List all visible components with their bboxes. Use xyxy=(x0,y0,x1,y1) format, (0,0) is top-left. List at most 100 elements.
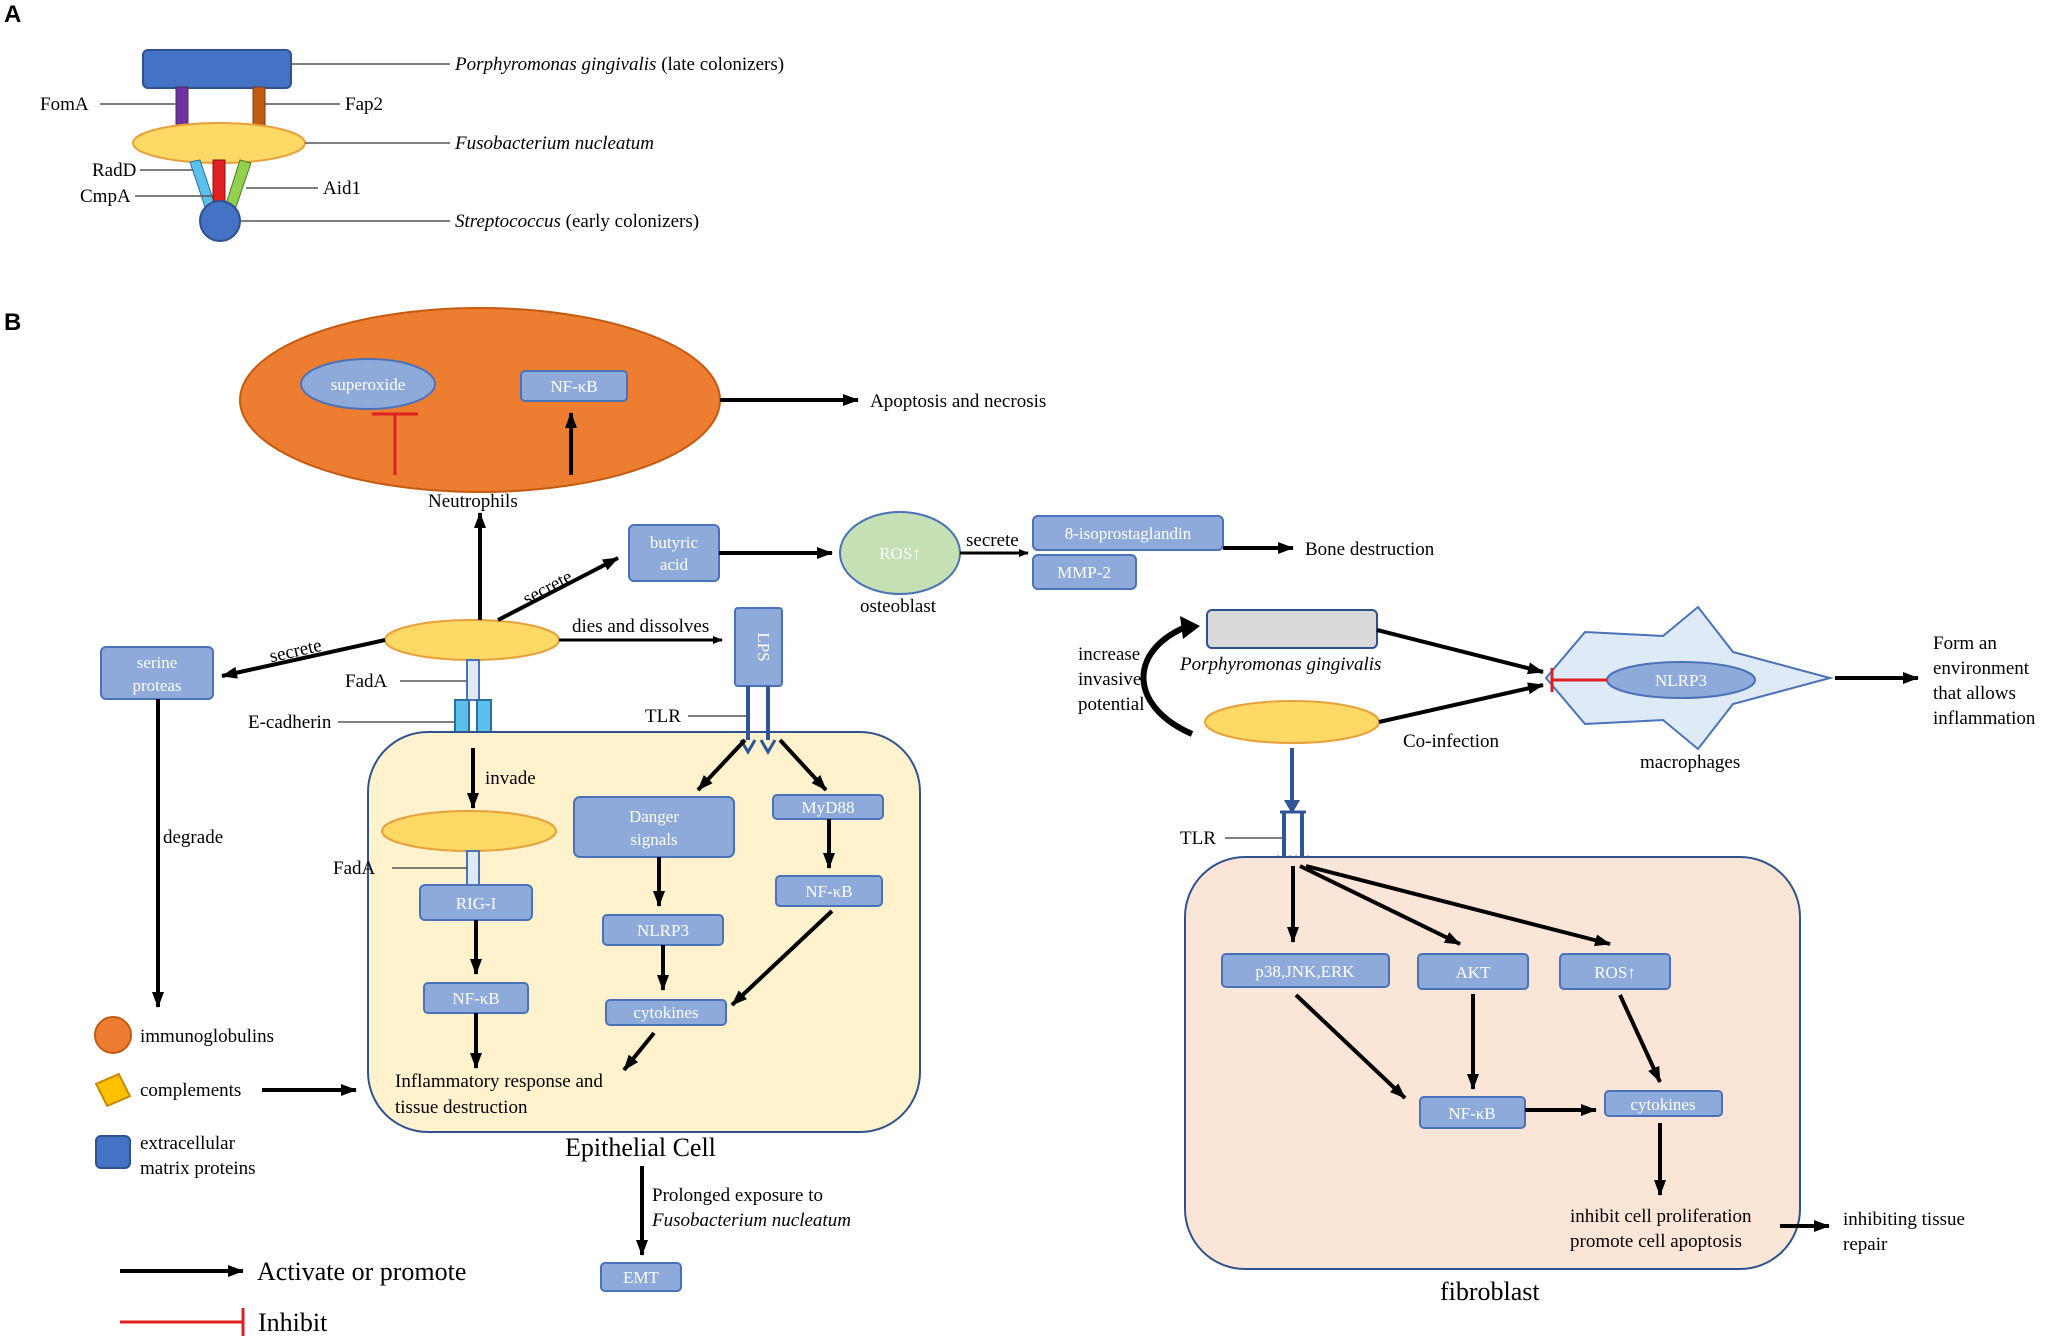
foma-adhesin xyxy=(175,86,189,128)
increase-label-3: potential xyxy=(1078,694,1144,715)
fada-adhesin-top xyxy=(466,659,480,701)
fib-inhibit-label-1: inhibit cell proliferation xyxy=(1570,1206,1752,1227)
osteoblast-label: osteoblast xyxy=(860,596,937,617)
fn-bacterium-inside xyxy=(381,810,557,852)
form-label-1: Form an xyxy=(1933,633,1997,654)
akt-label: AKT xyxy=(1456,963,1492,982)
form-label-3: that allows xyxy=(1933,683,2016,704)
neutrophil-cell xyxy=(239,307,721,493)
secrete-butyric-label: secrete xyxy=(520,566,576,609)
macrophage-nlrp3-label: NLRP3 xyxy=(1655,671,1707,690)
increase-label-2: invasive xyxy=(1078,669,1141,690)
epi-nlrp3-label: NLRP3 xyxy=(637,921,689,940)
p38-label: p38,JNK,ERK xyxy=(1255,962,1355,981)
pg-bacterium-right xyxy=(1206,609,1378,649)
tlr-epi-label: TLR xyxy=(645,706,681,727)
radd-adhesin xyxy=(189,159,216,208)
danger-signals-box xyxy=(573,796,735,858)
dies-dissolves-label: dies and dissolves xyxy=(572,616,709,637)
inflam-label-2: tissue destruction xyxy=(395,1097,528,1118)
myd88-label: MyD88 xyxy=(802,798,855,817)
fib-ros-label: ROS↑ xyxy=(1594,963,1636,982)
neutrophils-label: Neutrophils xyxy=(428,491,518,512)
mmp2-label: MMP-2 xyxy=(1057,563,1111,582)
invade-label: invade xyxy=(485,768,536,789)
immunoglobulins-label: immunoglobulins xyxy=(140,1026,274,1047)
epi-cytokines-label: cytokines xyxy=(633,1003,698,1022)
pg-right-label: Porphyromonas gingivalis xyxy=(1179,654,1381,675)
immunoglobulins-icon xyxy=(94,1016,132,1054)
fib-nfkb-box xyxy=(1419,1096,1526,1129)
degrade-label: degrade xyxy=(163,827,223,848)
neutrophil-nfkb-box xyxy=(520,370,628,402)
complements-label: complements xyxy=(140,1080,241,1101)
serine-label-1: serine xyxy=(137,653,178,672)
serine-label-2: proteas xyxy=(132,676,181,695)
coinfection-label: Co-infection xyxy=(1403,731,1500,752)
complements-icon xyxy=(94,1072,132,1108)
legend-activate-label: Activate or promote xyxy=(257,1257,466,1286)
panel-b-label: B xyxy=(4,309,21,336)
fib-cytokines-label: cytokines xyxy=(1630,1095,1695,1114)
prolonged-label-1: Prolonged exposure to xyxy=(652,1185,823,1206)
macrophages-label: macrophages xyxy=(1640,752,1740,773)
mmp2-box xyxy=(1032,554,1137,590)
epi-cytokines-box xyxy=(605,999,727,1026)
inhibit-repair-label-1: inhibiting tissue xyxy=(1843,1209,1965,1230)
epi-nfkb-right-label: NF-κB xyxy=(805,882,852,901)
foma-label: FomA xyxy=(40,94,89,115)
fib-nfkb-label: NF-κB xyxy=(1448,1104,1495,1123)
e-cadherin-label: E-cadherin xyxy=(248,712,332,733)
epithelial-cell-label: Epithelial Cell xyxy=(565,1133,716,1162)
danger-label-2: signals xyxy=(630,830,677,849)
fap2-label: Fap2 xyxy=(345,94,383,115)
radd-label: RadD xyxy=(92,160,136,181)
butyric-label-2: acid xyxy=(660,555,689,574)
butyric-label-1: butyric xyxy=(650,533,699,552)
p38-jnk-erk-box xyxy=(1221,953,1390,988)
superoxide-label: superoxide xyxy=(331,375,406,394)
isoprostaglandin-label: 8-isoprostaglandin xyxy=(1065,524,1192,543)
fap2-adhesin xyxy=(252,86,266,128)
fn-label: Fusobacterium nucleatum xyxy=(454,133,654,154)
panel-a-label: A xyxy=(4,1,21,28)
aid1-adhesin xyxy=(225,159,252,208)
akt-box xyxy=(1417,953,1529,990)
fada-inside-label: FadA xyxy=(333,858,376,879)
bone-destruction-label: Bone destruction xyxy=(1305,539,1435,560)
rig-i-label: RIG-I xyxy=(456,894,497,913)
legend-inhibit-label: Inhibit xyxy=(258,1308,328,1337)
isoprostaglandin-box xyxy=(1032,515,1224,551)
fn-bacterium-right xyxy=(1204,700,1380,744)
fib-ros-box xyxy=(1559,953,1671,990)
superoxide-node xyxy=(300,358,436,410)
fib-inhibit-label-2: promote cell apoptosis xyxy=(1570,1231,1742,1252)
inflam-label-1: Inflammatory response and xyxy=(395,1071,603,1092)
invasive-curve-arrow xyxy=(1140,623,1194,737)
secrete-ros-label: secrete xyxy=(966,530,1019,551)
ecm-icon xyxy=(95,1135,131,1169)
cmpa-adhesin xyxy=(212,159,226,206)
cmpa-label: CmpA xyxy=(80,186,131,207)
ros-osteo-label: ROS↑ xyxy=(879,544,921,563)
streptococcus-cell xyxy=(199,200,241,242)
form-label-2: environment xyxy=(1933,658,2030,679)
fib-cytokines-box xyxy=(1604,1090,1723,1117)
fn-bacterium-a xyxy=(132,122,306,164)
aid1-label: Aid1 xyxy=(323,178,361,199)
pg-late-label: Porphyromonas gingivalis (late colonizer… xyxy=(454,54,784,75)
lps-box xyxy=(734,607,783,687)
fada-adhesin-inside xyxy=(466,850,480,886)
danger-label-1: Danger xyxy=(629,807,679,826)
apoptosis-necrosis-label: Apoptosis and necrosis xyxy=(870,391,1046,412)
secrete-serine-label: secrete xyxy=(268,635,324,667)
ecm-label-1: extracellular xyxy=(140,1133,236,1154)
epi-nfkb-right-box xyxy=(775,875,883,907)
fibroblast-label: fibroblast xyxy=(1440,1277,1540,1306)
form-label-4: inflammation xyxy=(1933,708,2036,729)
fn-bacterium-b xyxy=(384,619,560,661)
neutrophil-nfkb-label: NF-κB xyxy=(550,377,597,396)
emt-label: EMT xyxy=(623,1268,660,1287)
tlr-fib-label: TLR xyxy=(1180,828,1216,849)
